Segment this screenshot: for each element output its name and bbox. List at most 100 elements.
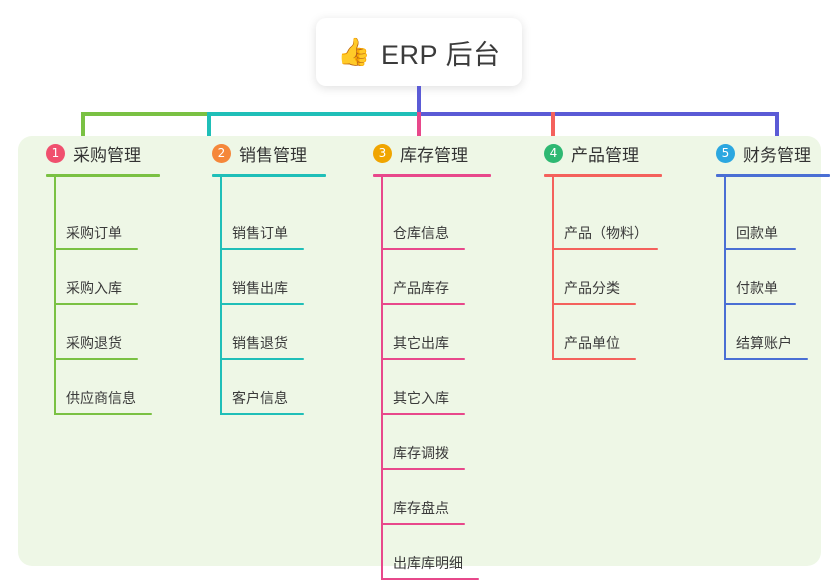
module-item[interactable]: 结算账户	[702, 307, 839, 362]
module-item-label: 采购订单	[66, 225, 122, 241]
module-item-label: 仓库信息	[393, 225, 449, 241]
module-item-rule	[54, 413, 152, 415]
connector-drop-5	[775, 112, 779, 148]
module-column-header[interactable]: 5 财务管理	[702, 136, 839, 170]
module-item-rule	[381, 468, 465, 470]
module-column-spine	[552, 177, 554, 360]
module-index-badge: 3	[373, 143, 392, 163]
module-item-rule	[381, 303, 465, 305]
connector-bus-teal	[207, 112, 419, 116]
module-item-rule	[381, 413, 465, 415]
module-item-list: 销售订单销售出库销售退货客户信息	[198, 177, 368, 417]
module-column-rule	[716, 174, 830, 177]
connector-bus-blue	[417, 112, 779, 116]
module-item-list: 仓库信息产品库存其它出库其它入库库存调拨库存盘点出库库明细	[359, 177, 539, 582]
module-item-label: 出库库明细	[393, 555, 463, 571]
module-item-label: 销售退货	[232, 335, 288, 351]
module-item-label: 付款单	[736, 280, 778, 296]
module-column: 4 产品管理产品（物料） 产品分类产品单位	[530, 136, 710, 362]
module-column-title: 销售管理	[239, 145, 307, 165]
connector-drop-2	[207, 112, 211, 148]
module-column: 5 财务管理回款单付款单结算账户	[702, 136, 839, 362]
module-item-rule	[552, 303, 636, 305]
module-item-rule	[552, 248, 658, 250]
module-column-rule	[212, 174, 326, 177]
module-item[interactable]: 产品单位	[530, 307, 710, 362]
module-index-badge: 2	[212, 143, 231, 163]
module-column-title: 产品管理	[571, 145, 639, 165]
module-item-list: 产品（物料） 产品分类产品单位	[530, 177, 710, 362]
module-column: 2 销售管理销售订单销售出库销售退货客户信息	[198, 136, 368, 417]
module-item-rule	[724, 248, 796, 250]
root-node-card[interactable]: 👍 ERP 后台	[316, 18, 522, 86]
thumbs-up-icon: 👍	[337, 36, 372, 67]
module-item-label: 产品分类	[564, 280, 620, 296]
module-item-label: 产品库存	[393, 280, 449, 296]
module-index-badge: 5	[716, 143, 735, 163]
module-item-rule	[220, 303, 304, 305]
module-column-spine	[381, 177, 383, 580]
module-item[interactable]: 回款单	[702, 197, 839, 252]
module-column-header[interactable]: 4 产品管理	[530, 136, 710, 170]
module-item-label: 其它出库	[393, 335, 449, 351]
module-item-label: 库存调拨	[393, 445, 449, 461]
module-item[interactable]: 供应商信息	[32, 362, 202, 417]
module-column-header[interactable]: 2 销售管理	[198, 136, 368, 170]
module-item[interactable]: 采购订单	[32, 197, 202, 252]
module-item-rule	[724, 358, 808, 360]
module-column: 3 库存管理仓库信息产品库存其它出库其它入库库存调拨库存盘点出库库明细	[359, 136, 539, 582]
module-index-badge: 1	[46, 143, 65, 163]
module-column-rule	[46, 174, 160, 177]
connector-stem	[417, 86, 421, 115]
module-item-rule	[552, 358, 636, 360]
module-item-rule	[381, 578, 479, 580]
module-item[interactable]: 产品库存	[359, 252, 539, 307]
connector-drop-1	[81, 112, 85, 148]
root-node-title: ERP 后台	[381, 39, 501, 70]
module-item-label: 库存盘点	[393, 500, 449, 516]
module-item-label: 产品（物料）	[564, 225, 648, 241]
module-column-spine	[220, 177, 222, 415]
module-item-list: 采购订单采购入库采购退货供应商信息	[32, 177, 202, 417]
module-column-spine	[54, 177, 56, 415]
module-item[interactable]: 客户信息	[198, 362, 368, 417]
module-item-label: 采购入库	[66, 280, 122, 296]
module-column-rule	[373, 174, 491, 177]
module-item-rule	[54, 248, 138, 250]
module-item-label: 供应商信息	[66, 390, 136, 406]
module-item-list: 回款单付款单结算账户	[702, 177, 839, 362]
module-item[interactable]: 销售出库	[198, 252, 368, 307]
module-item-rule	[724, 303, 796, 305]
module-item-label: 回款单	[736, 225, 778, 241]
module-item-rule	[54, 358, 138, 360]
module-column-title: 库存管理	[400, 145, 468, 165]
module-column-rule	[544, 174, 662, 177]
module-item-rule	[381, 523, 465, 525]
module-item[interactable]: 产品分类	[530, 252, 710, 307]
module-item[interactable]: 仓库信息	[359, 197, 539, 252]
module-item[interactable]: 库存盘点	[359, 472, 539, 527]
module-item-rule	[381, 358, 465, 360]
connector-bus-green	[81, 112, 209, 116]
module-column-header[interactable]: 3 库存管理	[359, 136, 539, 170]
module-item[interactable]: 销售订单	[198, 197, 368, 252]
connector-drop-4	[551, 112, 555, 148]
module-item[interactable]: 出库库明细	[359, 527, 539, 582]
module-item[interactable]: 付款单	[702, 252, 839, 307]
module-item[interactable]: 产品（物料）	[530, 197, 710, 252]
module-item-label: 销售订单	[232, 225, 288, 241]
module-item[interactable]: 采购退货	[32, 307, 202, 362]
module-item[interactable]: 其它入库	[359, 362, 539, 417]
module-item[interactable]: 其它出库	[359, 307, 539, 362]
module-item[interactable]: 库存调拨	[359, 417, 539, 472]
module-column-title: 财务管理	[743, 145, 811, 165]
module-item-rule	[54, 303, 138, 305]
module-item[interactable]: 销售退货	[198, 307, 368, 362]
connector-drop-3	[417, 112, 421, 148]
module-item-rule	[220, 358, 304, 360]
module-index-badge: 4	[544, 143, 563, 163]
module-item[interactable]: 采购入库	[32, 252, 202, 307]
